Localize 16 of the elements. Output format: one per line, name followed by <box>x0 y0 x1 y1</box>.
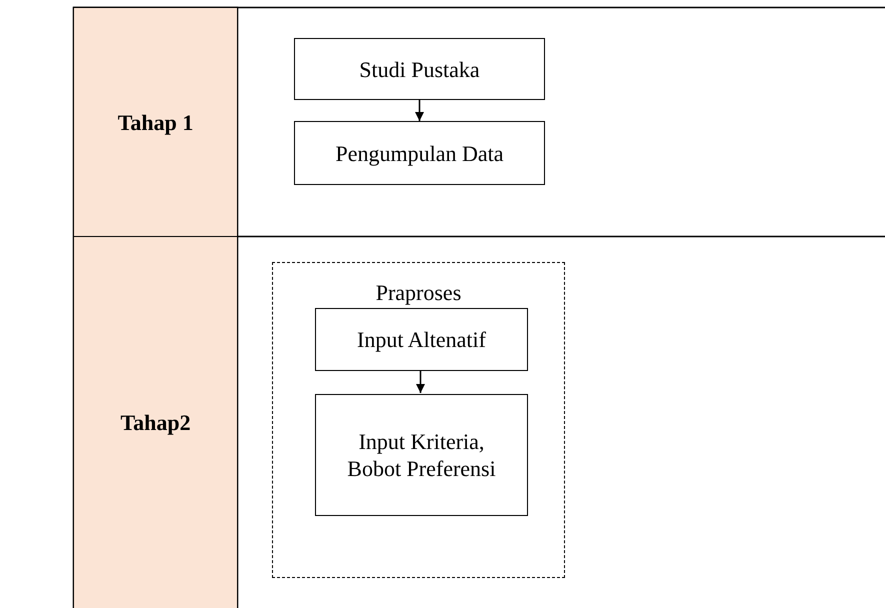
arrow <box>415 100 424 121</box>
dashed-group-box <box>272 262 565 578</box>
box-label: Input Altenatif <box>357 326 486 353</box>
table-row-header <box>74 8 237 236</box>
arrow <box>416 370 425 393</box>
box-label: Input Kriteria, Bobot Preferensi <box>346 428 497 482</box>
box-label: Pengumpulan Data <box>335 140 504 166</box>
box-label: Studi Pustaka <box>359 56 480 82</box>
table-row-header <box>74 237 237 608</box>
process-box <box>315 308 528 371</box>
stage-label: Tahap 1 <box>118 108 194 136</box>
process-box <box>294 121 545 185</box>
process-box <box>315 394 528 516</box>
group-title: Praproses <box>374 279 462 306</box>
process-box <box>294 38 545 100</box>
stage-label: Tahap2 <box>120 409 191 436</box>
